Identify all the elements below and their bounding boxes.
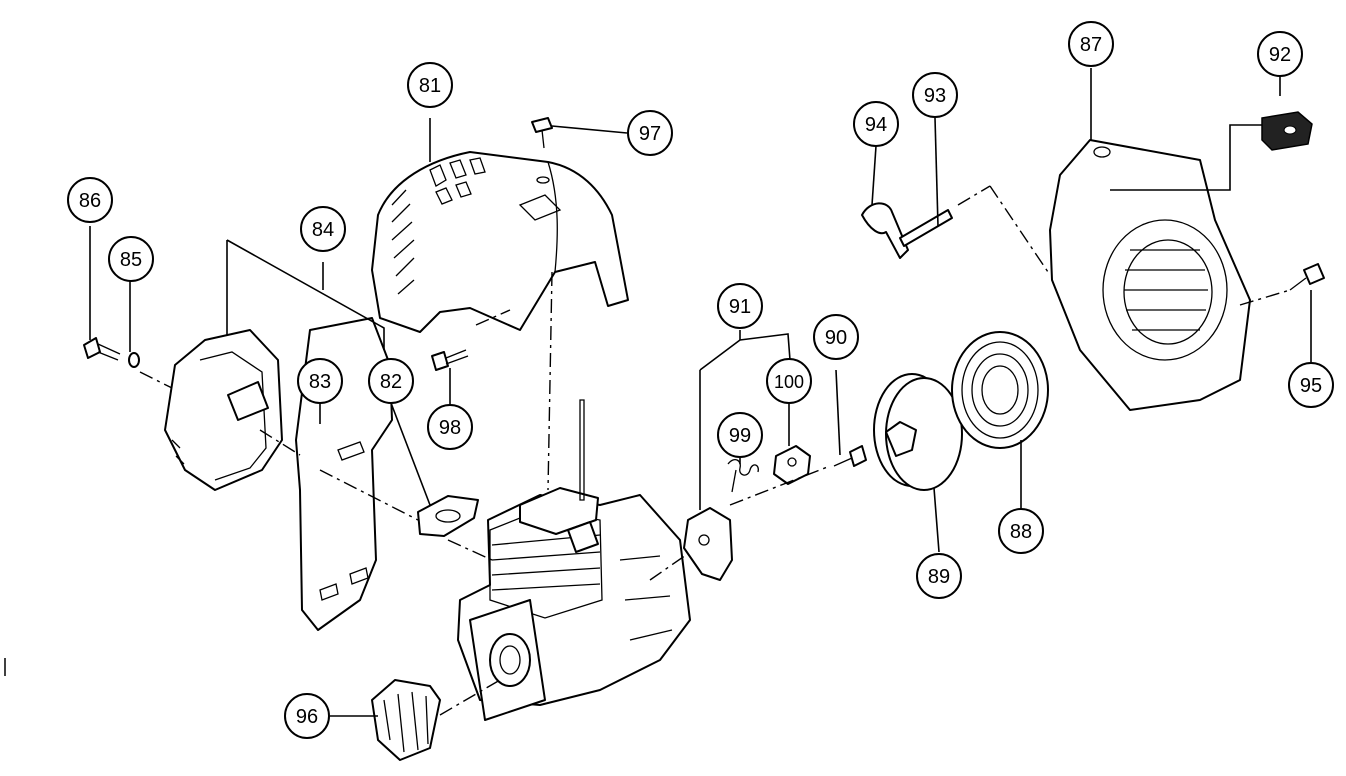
muffler-part xyxy=(164,329,283,491)
callout-label-92: 92 xyxy=(1269,44,1291,66)
starter-housing-87-part xyxy=(1049,139,1251,411)
washer-85-part xyxy=(128,352,140,368)
callout-label-84: 84 xyxy=(312,219,334,241)
leader-lines xyxy=(89,68,1312,717)
callout-95: 95 xyxy=(1288,362,1334,408)
callout-81: 81 xyxy=(407,62,453,108)
gasket-part xyxy=(417,495,479,537)
grommet-92-part xyxy=(1261,111,1313,151)
callout-label-94: 94 xyxy=(865,114,887,136)
callout-label-91: 91 xyxy=(729,296,751,318)
callout-82: 82 xyxy=(368,358,414,404)
callout-92: 92 xyxy=(1257,31,1303,77)
pulley-89-part xyxy=(873,373,963,491)
callout-93: 93 xyxy=(912,72,958,118)
callout-label-93: 93 xyxy=(924,85,946,107)
assembly-axes xyxy=(139,185,1291,716)
recoil-spring-88-part xyxy=(951,331,1049,449)
callout-90: 90 xyxy=(813,314,859,360)
callout-86: 86 xyxy=(67,177,113,223)
bracket-91-part xyxy=(683,507,733,581)
callout-label-100: 100 xyxy=(774,372,804,392)
callout-85: 85 xyxy=(108,236,154,282)
engine-cover-part xyxy=(371,151,629,333)
screw-95-part xyxy=(1289,263,1325,291)
spring-99-part xyxy=(727,459,759,493)
callout-label-89: 89 xyxy=(928,566,950,588)
callout-88: 88 xyxy=(998,508,1044,554)
bolt-86-part xyxy=(83,337,121,361)
callout-84: 84 xyxy=(300,206,346,252)
callout-label-88: 88 xyxy=(1010,521,1032,543)
callout-100: 100 xyxy=(766,358,812,404)
callout-89: 89 xyxy=(916,553,962,599)
callout-98: 98 xyxy=(427,404,473,450)
callout-97: 97 xyxy=(627,110,673,156)
callout-94: 94 xyxy=(853,101,899,147)
callout-label-81: 81 xyxy=(419,75,441,97)
callout-91: 91 xyxy=(717,283,763,329)
callout-label-86: 86 xyxy=(79,190,101,212)
callout-label-95: 95 xyxy=(1300,375,1322,397)
callout-label-99: 99 xyxy=(729,425,751,447)
callout-label-83: 83 xyxy=(309,371,331,393)
callout-label-98: 98 xyxy=(439,417,461,439)
callout-96: 96 xyxy=(284,693,330,739)
callout-label-85: 85 xyxy=(120,249,142,271)
engine-block-part xyxy=(457,399,691,721)
callout-label-82: 82 xyxy=(380,371,402,393)
callout-87: 87 xyxy=(1068,21,1114,67)
callout-label-87: 87 xyxy=(1080,34,1102,56)
callout-label-96: 96 xyxy=(296,706,318,728)
callout-99: 99 xyxy=(717,412,763,458)
callout-83: 83 xyxy=(297,358,343,404)
starter-handle-94-part xyxy=(861,202,953,259)
screw-90-part xyxy=(833,445,867,467)
callout-label-97: 97 xyxy=(639,123,661,145)
bolt-98-part xyxy=(431,349,469,371)
callout-label-90: 90 xyxy=(825,327,847,349)
screw-97-part xyxy=(531,117,553,149)
filter-96-part xyxy=(371,679,441,761)
pawl-100-part xyxy=(773,445,811,485)
